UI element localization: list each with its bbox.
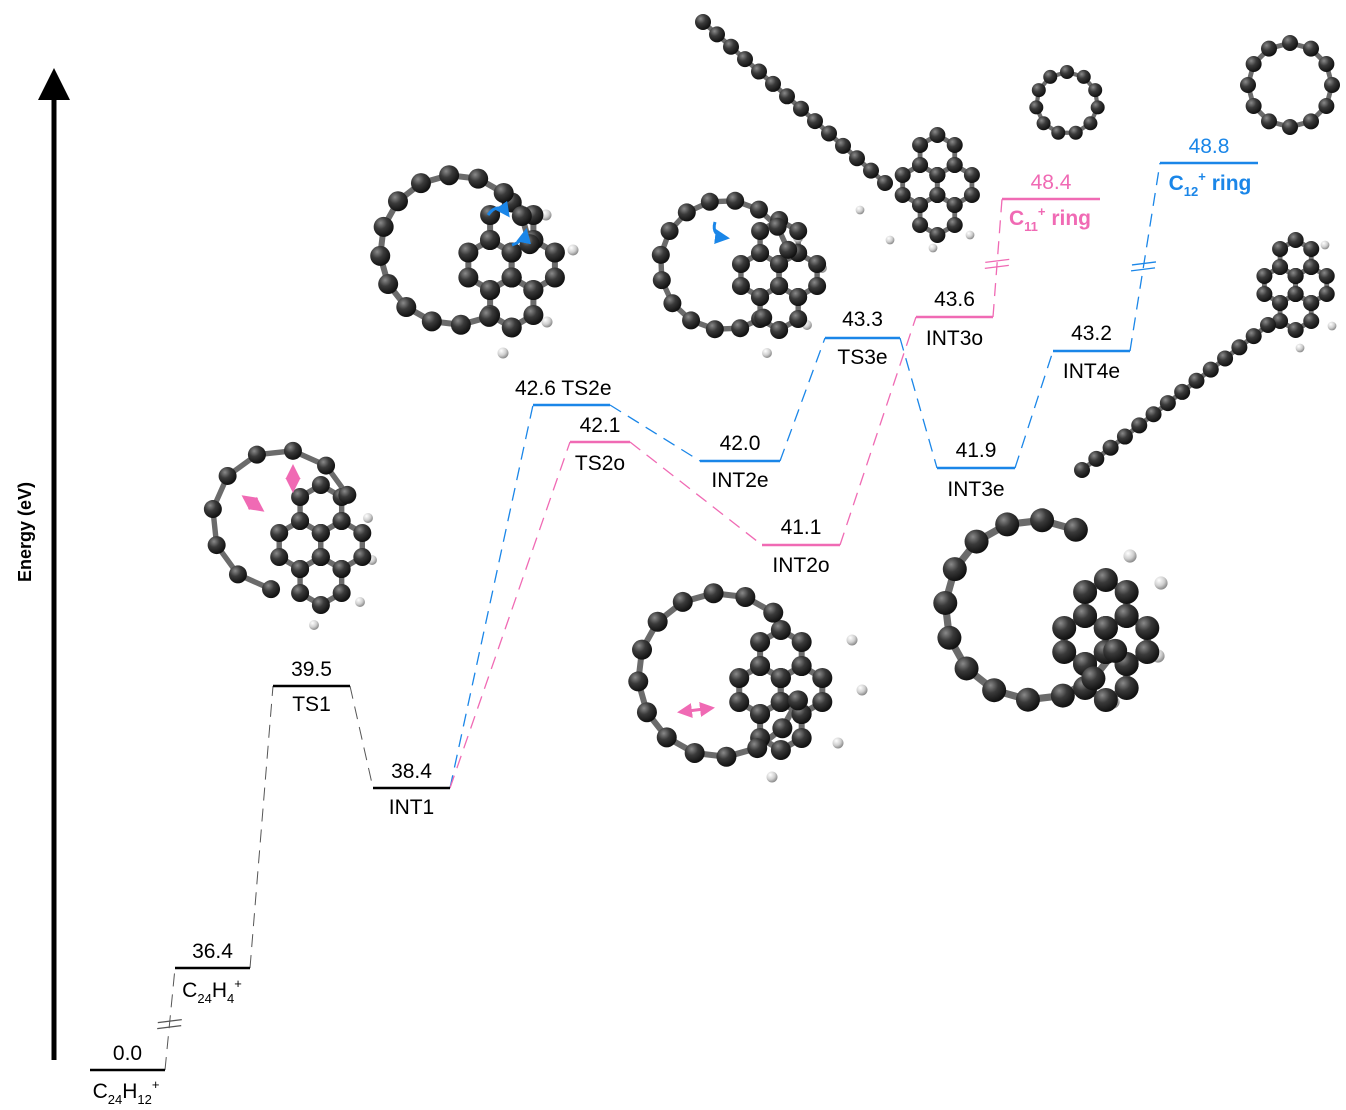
connection-ts2e-int2e (609, 404, 701, 462)
connection-int1-ts2o (449, 441, 571, 789)
molecule-ts1 (203, 441, 377, 630)
connection-int4e-c12ring (1129, 162, 1161, 352)
molecule-int1 (370, 165, 579, 359)
level-value-ts3e: 43.3 (842, 308, 883, 331)
axis-break-int3o-c11ring (984, 258, 1010, 270)
level-name-ts1: TS1 (292, 693, 331, 716)
level-name-ts3e: TS3e (837, 346, 887, 369)
level-name-int3o: INT3o (926, 327, 983, 350)
level-value-ts2e: 42.6 TS2e (515, 377, 612, 400)
molecule-int3e (933, 508, 1168, 712)
energy-axis (38, 68, 70, 1060)
axis-break-marks (157, 258, 1157, 1030)
connection-ts3e-int3e (899, 337, 938, 469)
level-value-int4e: 43.2 (1071, 322, 1112, 345)
connection-c24h12-c24h4 (164, 967, 176, 1071)
connection-c24h4-ts1 (249, 685, 274, 969)
molecule-chain-right (1074, 232, 1337, 478)
connection-int2o-int3o (839, 316, 917, 546)
formula-label-c12-ring: C12+ ring (1169, 169, 1252, 199)
formula-label-c24h4: C24H4+ (182, 976, 242, 1006)
level-value-c24h12: 0.0 (113, 1042, 142, 1065)
level-value-ts1: 39.5 (291, 658, 332, 681)
level-value-int3e: 41.9 (956, 439, 997, 462)
connection-int1-ts2e (449, 404, 534, 789)
connection-ts2o-int2o (629, 441, 763, 546)
axis-break-c24h12-c24h4 (157, 1018, 182, 1030)
molecule-chain-top (695, 14, 980, 253)
molecular-structures (203, 14, 1340, 783)
level-value-int2e: 42.0 (720, 432, 761, 455)
y-axis-label: Energy (eV) (15, 482, 35, 582)
molecule-int2o (628, 583, 868, 783)
connection-int2e-ts3e (779, 337, 826, 462)
molecule-ts2e (651, 191, 827, 358)
level-value-int1: 38.4 (391, 760, 432, 783)
molecule-c12-ring (1240, 35, 1340, 135)
connection-lines (164, 162, 1161, 1071)
level-value-c11ring: 48.4 (1031, 171, 1072, 194)
axis-break-int4e-c12ring (1130, 261, 1157, 272)
level-value-c12ring: 48.8 (1189, 135, 1230, 158)
formula-label-c24h12: C24H12+ (93, 1077, 160, 1107)
level-value-int3o: 43.6 (934, 288, 975, 311)
level-value-c24h4: 36.4 (192, 940, 233, 963)
level-name-int2e: INT2e (711, 469, 768, 492)
level-name-int1: INT1 (389, 796, 435, 819)
bond-arrow-ts1-a (241, 495, 265, 512)
formula-label-c11-ring: C11+ ring (1009, 204, 1091, 234)
level-name-int3e: INT3e (947, 478, 1004, 501)
connection-ts1-int1 (349, 685, 374, 789)
connection-int3o-c11ring (992, 198, 1003, 318)
level-name-ts2o: TS2o (575, 452, 625, 475)
connection-int3e-int4e (1014, 350, 1054, 469)
level-name-int4e: INT4e (1063, 360, 1120, 383)
level-name-int2o: INT2o (772, 554, 829, 577)
level-value-int2o: 41.1 (781, 516, 822, 539)
molecule-c11-ring (1029, 65, 1105, 140)
level-value-ts2o: 42.1 (580, 414, 621, 437)
